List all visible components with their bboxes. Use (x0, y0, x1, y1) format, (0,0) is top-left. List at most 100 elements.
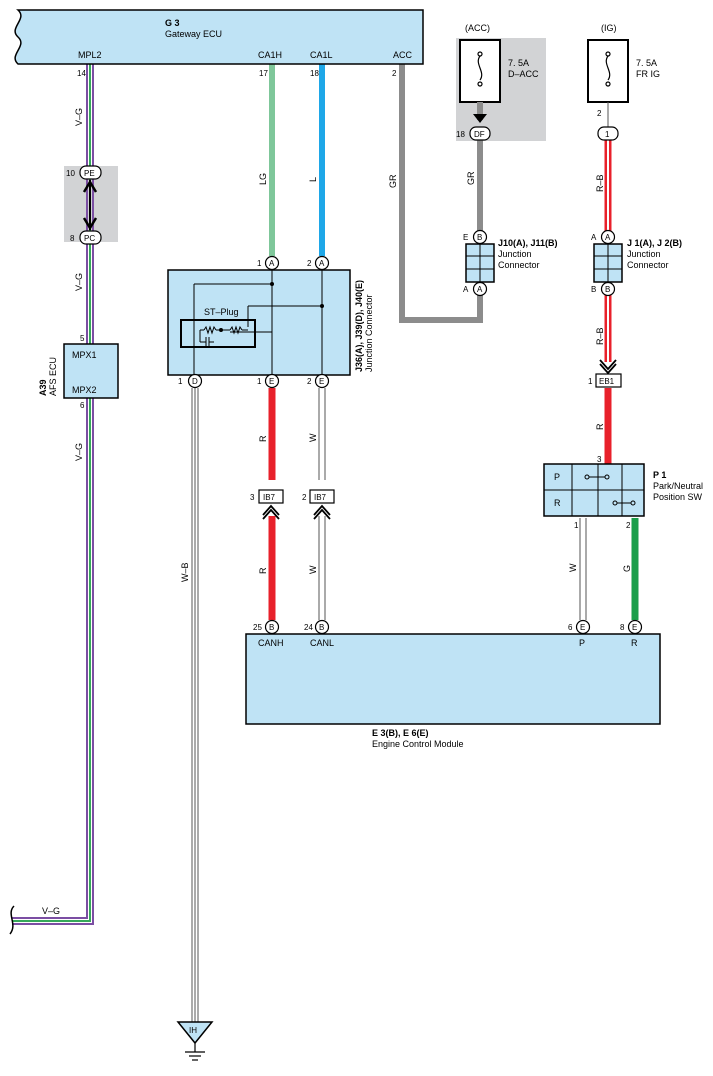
wire-label-gr-right: GR (466, 171, 476, 185)
afs-code: A39 (38, 379, 48, 396)
gateway-ecu-box (14, 9, 424, 65)
gateway-pin-acc: 2 (392, 69, 397, 78)
p1-switch-contacts (584, 474, 636, 506)
j1-grid (594, 244, 622, 282)
p1-grid (544, 464, 644, 516)
wire-label-r-p1: R (595, 423, 605, 430)
st-plug-label: ST–Plug (204, 307, 239, 317)
wire-label-rb-lower: R–B (595, 327, 605, 345)
eb1-connector (595, 373, 622, 388)
df-pin: 18 (456, 130, 465, 139)
j36-b2-letter: E (269, 377, 274, 386)
wire-label-w-canl-lower: W (308, 565, 318, 574)
j10-name1: Junction (498, 249, 532, 259)
ib7-left-pin: 3 (250, 493, 255, 502)
afs-name: AFS ECU (48, 357, 58, 396)
st-plug-box (180, 319, 256, 348)
ib7-left-connector (258, 489, 284, 504)
ecm-pin-canh: 25 (253, 623, 262, 632)
ecm-r: R (631, 638, 638, 648)
j36-box (167, 269, 351, 376)
pc-connector (79, 230, 102, 245)
wire-label-g: G (622, 565, 632, 572)
gateway-code: G 3 (165, 18, 180, 28)
j10-bottom-letter: A (477, 285, 483, 294)
ecm-code: E 3(B), E 6(E) (372, 728, 429, 738)
df-label: DF (474, 130, 485, 139)
ib7-left-chevron (262, 504, 280, 520)
fuse-ig-pin: 2 (597, 109, 602, 118)
ecm-letter-r: E (632, 623, 637, 632)
fuse-acc-box (459, 39, 501, 103)
gateway-term-ca1l: CA1L (310, 50, 333, 60)
j36-internal-wiring (193, 270, 323, 374)
p1-code: P 1 (653, 470, 666, 480)
ecm-canl: CANL (310, 638, 334, 648)
ib7-right-chevron (313, 504, 331, 520)
ecm-name: Engine Control Module (372, 739, 464, 749)
ib7-right-pin: 2 (302, 493, 307, 502)
ecm-pin-canl: 24 (304, 623, 313, 632)
wire-label-gr-left: GR (388, 174, 398, 188)
ecm-letter-canh: B (269, 623, 274, 632)
wire-gr-main (399, 64, 483, 323)
p1-pin-2: 2 (626, 521, 631, 530)
j1-name2: Connector (627, 260, 669, 270)
j10-bottom-pin: A (463, 285, 469, 294)
fuse-acc-symbol (477, 51, 483, 87)
pe-pc-arrow (82, 179, 98, 231)
pe-pin: 10 (66, 169, 75, 178)
eb1-chevron (599, 359, 617, 375)
afs-pin-top: 5 (80, 334, 85, 343)
fuse-ig-rating: 7. 5A (636, 58, 657, 68)
gateway-pin-mpl2: 14 (77, 69, 86, 78)
wire-label-w-p: W (568, 563, 578, 572)
gateway-pin-ca1h: 17 (259, 69, 268, 78)
p1-pin-1: 1 (574, 521, 579, 530)
afs-mpx1: MPX1 (72, 350, 97, 360)
gateway-term-mpl2: MPL2 (78, 50, 102, 60)
pc-label: PC (84, 234, 95, 243)
gateway-term-ca1h: CA1H (258, 50, 282, 60)
wire-w-canl (318, 388, 326, 620)
wire-label-vg-4: V–G (42, 906, 60, 916)
fuse-ig-name: FR IG (636, 69, 660, 79)
ground-ih-label: IH (189, 1026, 197, 1035)
j1-bottom-letter: B (605, 285, 610, 294)
j10-top-pin: E (463, 233, 468, 242)
fuse-acc-name: D–ACC (508, 69, 539, 79)
ib7-right-label: IB7 (314, 493, 327, 502)
ib7-right-connector (309, 489, 335, 504)
j36-tl-pin: 1 (257, 259, 262, 268)
j1-top-letter: A (605, 233, 611, 242)
ground-icon (185, 1043, 205, 1061)
fuse-acc-rating: 7. 5A (508, 58, 529, 68)
wire-label-w-canl-upper: W (308, 433, 318, 442)
gateway-name: Gateway ECU (165, 29, 222, 39)
p1-pin-top: 3 (597, 455, 602, 464)
fuse-ig-box (587, 39, 629, 103)
wire-label-lg: LG (258, 173, 268, 185)
wire-label-vg-2: V–G (74, 273, 84, 291)
j10-top-letter: B (477, 233, 482, 242)
afs-ecu-box (63, 343, 119, 399)
j36-b3-letter: E (319, 377, 324, 386)
j1-bottom-pin: B (591, 285, 596, 294)
afs-mpx2: MPX2 (72, 385, 97, 395)
j36-b1-pin: 1 (178, 377, 183, 386)
ecm-box (245, 633, 661, 725)
pc-pin: 8 (70, 234, 75, 243)
ig1-connector (597, 126, 619, 141)
gateway-term-acc: ACC (393, 50, 413, 60)
pe-connector (79, 165, 102, 180)
df-arrow (473, 114, 487, 123)
fuse-acc-circuit: (ACC) (465, 23, 490, 33)
j36-name: Junction Connector (364, 294, 374, 372)
ecm-canh: CANH (258, 638, 284, 648)
wire-w-p (579, 518, 587, 620)
ecm-p: P (579, 638, 585, 648)
eb1-label: EB1 (599, 377, 615, 386)
wire-label-vg-3: V–G (74, 443, 84, 461)
p1-row-p: P (554, 472, 560, 482)
j36-b1-letter: D (192, 377, 198, 386)
